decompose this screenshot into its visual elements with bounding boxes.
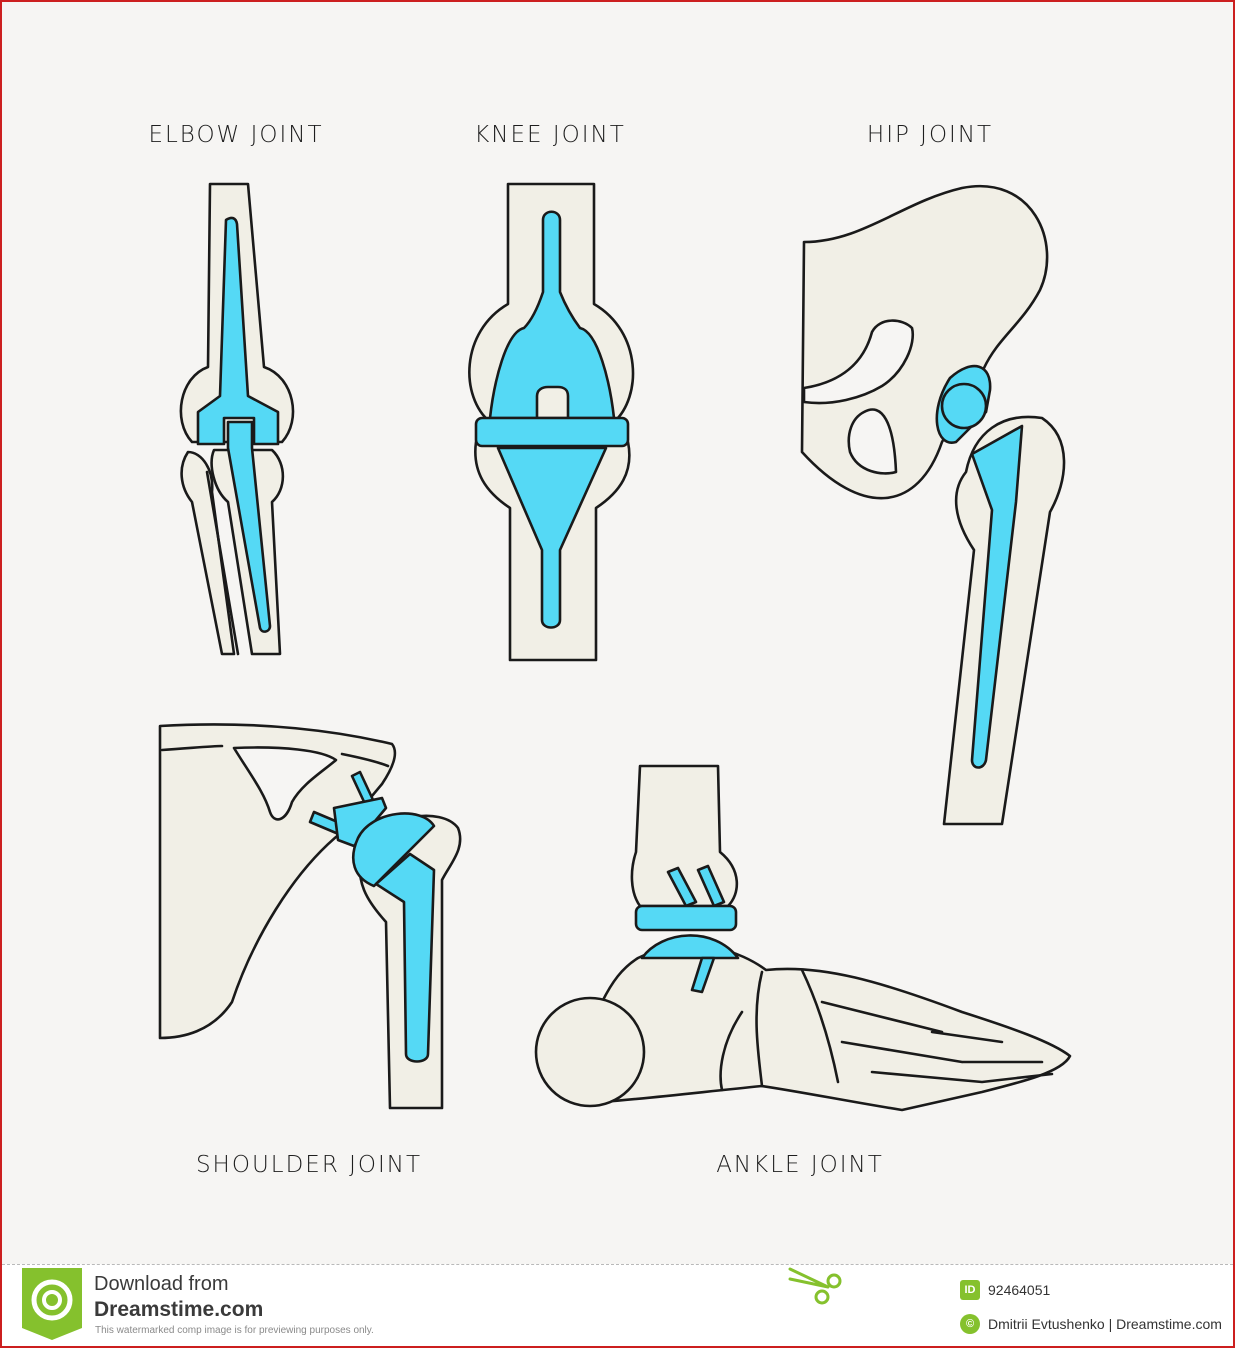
elbow-ulna-bone [180,450,236,656]
elbow-joint-label: ELBOW JOINT [148,122,324,148]
knee-notch [535,385,570,420]
knee-tibial-plate-implant [474,416,630,448]
copyright-icon: © [960,1314,980,1334]
ankle-joint-label: ANKLE JOINT [716,1152,884,1178]
knee-femoral-stem-implant [488,210,616,420]
shoulder-humeral-head-implant [351,812,436,888]
author-credit-text: Dmitrii Evtushenko | Dreamstime.com [988,1316,1222,1332]
ankle-joint-illustration [534,764,1072,1112]
hip-joint-illustration [800,184,1066,826]
scissors-icon [788,1267,842,1305]
dreamstime-logo-icon [22,1268,82,1340]
knee-joint-label: KNEE JOINT [474,122,626,148]
hip-pelvis-notch [802,319,915,405]
watermark-disclaimer: This watermarked comp image is for previ… [95,1325,374,1336]
site-name-text: Dreamstime.com [94,1298,264,1321]
elbow-ulnar-stem-implant [226,420,272,633]
ankle-tibial-screw-1 [666,866,698,908]
image-id-text: 92464051 [988,1282,1051,1298]
hip-femoral-stem-implant [970,424,1024,769]
elbow-humeral-stem-implant [196,216,280,446]
ankle-talar-peg-implant [690,956,716,994]
ankle-tibial-plate-implant [634,904,738,932]
id-badge-icon: ID [960,1280,980,1300]
knee-tibial-stem-implant [496,446,608,629]
shoulder-joint-label: SHOULDER JOINT [195,1152,423,1178]
shoulder-scapula-cavity [232,746,338,821]
watermark-footer: Download from Dreamstime.com This waterm… [2,1264,1233,1346]
shoulder-joint-illustration [158,723,462,1110]
download-from-text: Download from [94,1273,229,1295]
ankle-calcaneus-bone [534,996,646,1108]
hip-joint-label: HIP JOINT [866,122,994,148]
hip-obturator-foramen [847,408,898,475]
ankle-foot-bones [600,944,1072,1112]
ankle-tibial-screw-2 [696,864,726,908]
shoulder-humeral-stem-implant [374,852,436,1063]
knee-joint-illustration [468,182,635,662]
elbow-joint-illustration [179,182,295,656]
joint-illustrations [158,182,1072,1112]
ankle-talar-dome-implant [640,934,740,960]
hip-femoral-head-implant [940,382,988,430]
